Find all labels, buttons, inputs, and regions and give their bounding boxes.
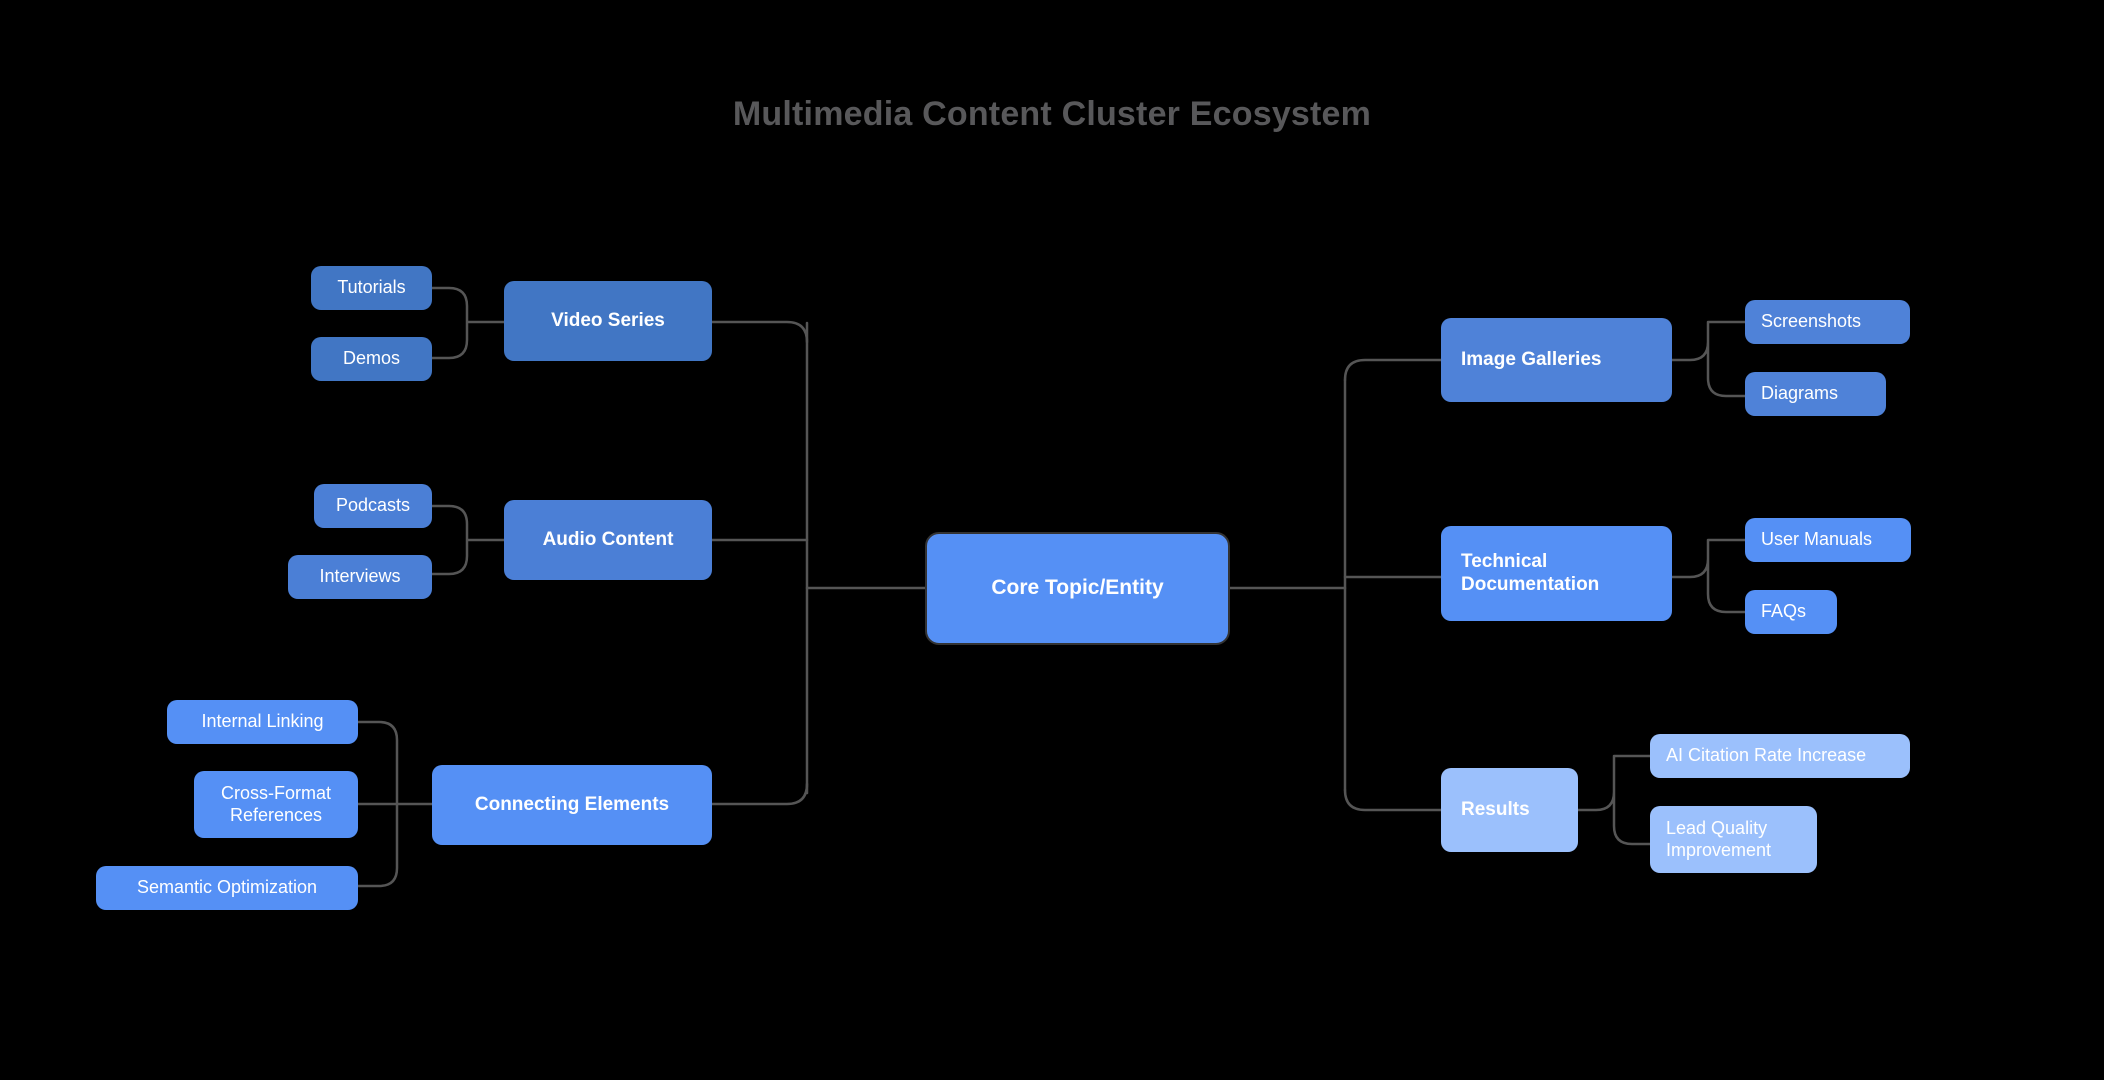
node-ai-citation-rate-increase-label: AI Citation Rate Increase	[1666, 745, 1867, 766]
node-audio-content[interactable]: Audio Content	[504, 500, 712, 580]
edge-gallery-bracket	[1670, 320, 1747, 398]
node-semantic-optimization-label: Semantic Optimization	[136, 877, 318, 898]
node-technical-documentation-label: Technical Documentation	[1461, 551, 1600, 595]
edge-right-spine-top-corner	[1343, 358, 1443, 382]
node-ai-citation-rate-increase[interactable]: AI Citation Rate Increase	[1650, 734, 1910, 778]
node-internal-linking[interactable]: Internal Linking	[167, 700, 358, 744]
page-title: Multimedia Content Cluster Ecosystem	[732, 95, 1372, 133]
node-lead-quality-improvement[interactable]: Lead Quality Improvement	[1650, 806, 1817, 873]
node-internal-linking-label: Internal Linking	[201, 711, 324, 732]
edge-connecting-bracket	[356, 720, 434, 888]
node-technical-documentation[interactable]: Technical Documentation	[1441, 526, 1672, 621]
node-image-galleries-label: Image Galleries	[1461, 348, 1602, 370]
node-interviews[interactable]: Interviews	[288, 555, 432, 599]
node-core-topic-label: Core Topic/Entity	[991, 576, 1164, 600]
node-diagrams-label: Diagrams	[1761, 383, 1839, 404]
node-semantic-optimization[interactable]: Semantic Optimization	[96, 866, 358, 910]
node-lead-quality-improvement-label: Lead Quality Improvement	[1666, 818, 1772, 860]
node-tutorials-label: Tutorials	[337, 277, 406, 298]
edge-video-bracket	[430, 286, 506, 360]
node-faqs[interactable]: FAQs	[1745, 590, 1837, 634]
node-interviews-label: Interviews	[319, 566, 401, 587]
node-connecting-elements-label: Connecting Elements	[474, 793, 670, 815]
edge-results-bracket	[1576, 754, 1652, 846]
node-demos[interactable]: Demos	[311, 337, 432, 381]
node-demos-label: Demos	[342, 348, 400, 369]
edge-right-spine-bottom-corner	[1343, 788, 1443, 812]
node-video-series-label: Video Series	[551, 309, 665, 331]
node-image-galleries[interactable]: Image Galleries	[1441, 318, 1672, 402]
node-audio-content-label: Audio Content	[542, 528, 674, 550]
node-faqs-label: FAQs	[1761, 601, 1807, 622]
node-user-manuals-label: User Manuals	[1761, 529, 1873, 550]
edge-techdoc-bracket	[1670, 538, 1747, 614]
edge-left-spine-top-corner	[710, 320, 809, 344]
node-results-label: Results	[1461, 798, 1530, 820]
node-podcasts[interactable]: Podcasts	[314, 484, 432, 528]
node-podcasts-label: Podcasts	[335, 495, 411, 516]
node-tutorials[interactable]: Tutorials	[311, 266, 432, 310]
node-cross-format-references-label: Cross-Format References	[220, 783, 331, 825]
node-screenshots-label: Screenshots	[1761, 311, 1862, 332]
edge-left-spine-bottom-corner	[710, 782, 809, 806]
node-user-manuals[interactable]: User Manuals	[1745, 518, 1911, 562]
node-video-series[interactable]: Video Series	[504, 281, 712, 361]
node-diagrams[interactable]: Diagrams	[1745, 372, 1886, 416]
edge-audio-bracket	[430, 504, 506, 576]
node-results[interactable]: Results	[1441, 768, 1578, 852]
node-core-topic[interactable]: Core Topic/Entity	[925, 532, 1230, 645]
node-cross-format-references[interactable]: Cross-Format References	[194, 771, 358, 838]
node-connecting-elements[interactable]: Connecting Elements	[432, 765, 712, 845]
node-screenshots[interactable]: Screenshots	[1745, 300, 1910, 344]
